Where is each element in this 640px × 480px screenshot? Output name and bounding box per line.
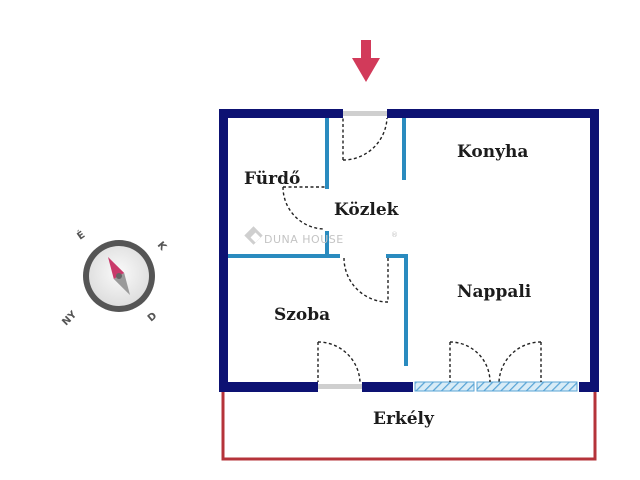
living-room-windows [413, 381, 579, 393]
watermark-text: DUNA HOUSE [264, 233, 344, 246]
compass-north-label: É [74, 228, 87, 243]
watermark-registered-mark: ® [391, 231, 399, 239]
room-label-konyha: Konyha [457, 142, 528, 162]
room-label-erkely: Erkély [373, 409, 435, 429]
room-label-nappali: Nappali [457, 282, 532, 302]
compass-west-label: NY [60, 309, 79, 328]
room-label-kozlek: Közlek [334, 200, 400, 220]
balcony-outline [221, 388, 597, 461]
bedroom-balcony-door-opening [318, 381, 362, 393]
interior-walls [228, 118, 408, 366]
room-label-szoba: Szoba [274, 305, 330, 325]
compass-east-label: K [155, 240, 169, 254]
door-swings [282, 117, 542, 383]
entrance-arrow-icon [352, 40, 380, 82]
entrance-door-opening [343, 108, 387, 119]
room-label-furdo: Fürdő [244, 169, 300, 189]
compass-icon: É K D NY [60, 228, 169, 328]
exterior-wall [219, 109, 599, 392]
duna-house-watermark: DUNA HOUSE ® [244, 226, 398, 246]
duna-house-logo-icon [244, 226, 263, 245]
compass-south-label: D [146, 311, 159, 325]
